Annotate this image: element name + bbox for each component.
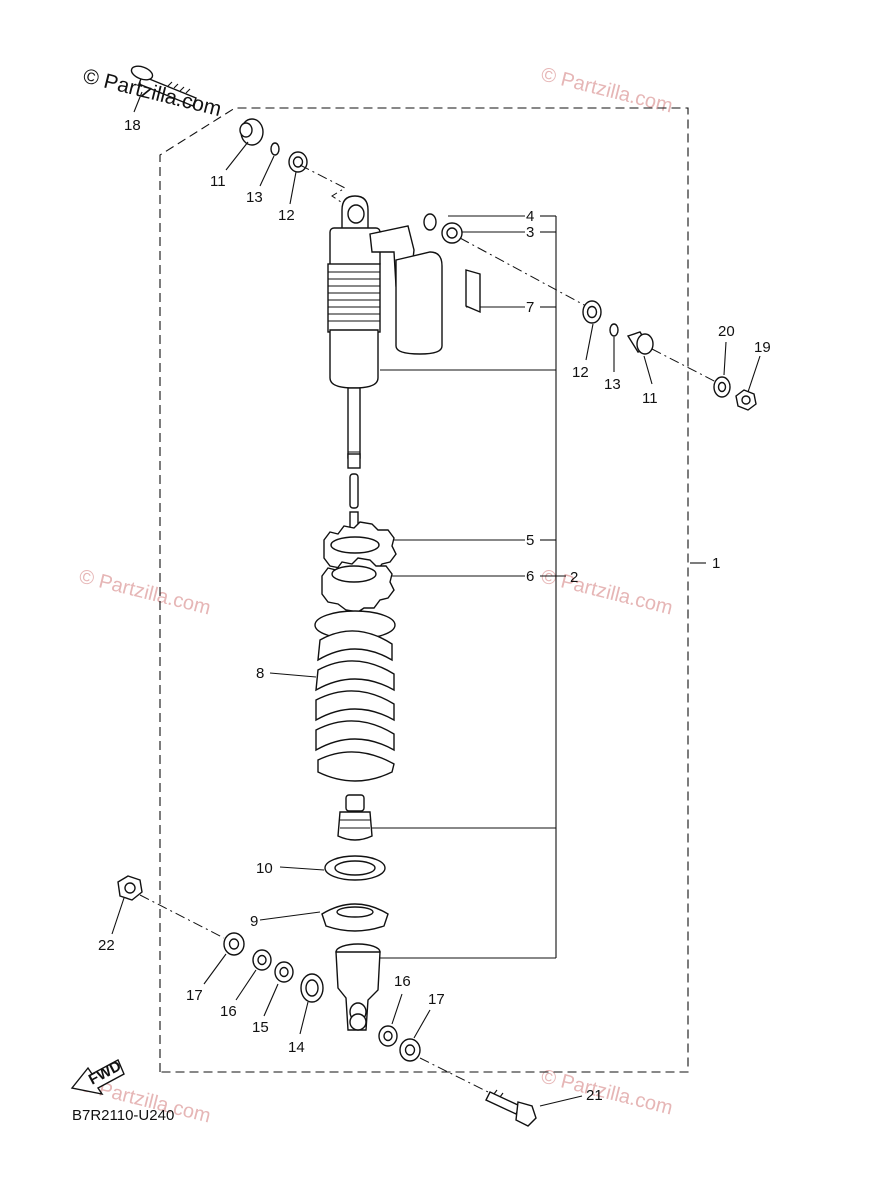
oring-13-top bbox=[270, 142, 280, 156]
nut-22 bbox=[117, 875, 143, 901]
callout-2: 2 bbox=[570, 569, 578, 586]
watermark: © Partzilla.com bbox=[77, 566, 213, 620]
spring-guide-10 bbox=[324, 855, 386, 881]
callout-9: 9 bbox=[250, 913, 258, 930]
collar-11-right bbox=[626, 331, 654, 355]
callout-5: 5 bbox=[526, 532, 534, 549]
bump-stop bbox=[337, 794, 373, 841]
axis-top bbox=[299, 164, 347, 205]
callout-13-top: 13 bbox=[246, 189, 263, 206]
callout-15: 15 bbox=[252, 1019, 269, 1036]
callout-1: 1 bbox=[712, 555, 720, 572]
spring-seat-9 bbox=[321, 903, 389, 932]
callout-22: 22 bbox=[98, 937, 115, 954]
washer-17-left bbox=[223, 932, 245, 956]
watermark: © Partzilla.com bbox=[539, 1066, 675, 1120]
callout-17-left: 17 bbox=[186, 987, 203, 1004]
callout-7: 7 bbox=[526, 299, 534, 316]
spring-8 bbox=[314, 610, 396, 782]
seal-12-top bbox=[288, 151, 308, 173]
callout-numbers: 1 2 3 4 5 6 7 8 9 10 11 11 12 12 13 13 1… bbox=[98, 117, 771, 1104]
callout-17-right: 17 bbox=[428, 991, 445, 1008]
lower-clevis bbox=[335, 943, 381, 1031]
leader-lines bbox=[111, 91, 761, 1107]
callout-6: 6 bbox=[526, 568, 534, 585]
locknut-6 bbox=[321, 557, 395, 613]
callout-12-right: 12 bbox=[572, 364, 589, 381]
callout-18: 18 bbox=[124, 117, 141, 134]
callout-13-right: 13 bbox=[604, 376, 621, 393]
axis-lower-left bbox=[139, 894, 225, 939]
callout-16-left: 16 bbox=[220, 1003, 237, 1020]
seal-16-right bbox=[378, 1025, 398, 1047]
diagram-code: B7R2110-U240 bbox=[72, 1107, 174, 1124]
callout-20: 20 bbox=[718, 323, 735, 340]
callout-3: 3 bbox=[526, 224, 534, 241]
axis-right bbox=[459, 237, 587, 307]
callout-11-top: 11 bbox=[210, 173, 226, 190]
axis-right-2 bbox=[651, 348, 723, 386]
washer-20 bbox=[713, 376, 731, 398]
callout-11-right: 11 bbox=[642, 390, 658, 407]
callout-14: 14 bbox=[288, 1039, 305, 1056]
callout-10: 10 bbox=[256, 860, 273, 877]
oring-4 bbox=[423, 213, 437, 231]
callout-4: 4 bbox=[526, 208, 534, 225]
callout-16-right: 16 bbox=[394, 973, 411, 990]
shock-body bbox=[327, 195, 443, 469]
assembly-outline bbox=[159, 107, 689, 1073]
bushing-15 bbox=[274, 961, 294, 983]
callout-21: 21 bbox=[586, 1087, 603, 1104]
callout-8: 8 bbox=[256, 665, 264, 682]
seal-12-right bbox=[582, 300, 602, 324]
nut-19 bbox=[735, 389, 757, 411]
bolt-18 bbox=[130, 65, 197, 107]
bracket-lines bbox=[372, 215, 706, 959]
watermark: © Partzilla.com bbox=[539, 566, 675, 620]
label-7 bbox=[465, 269, 481, 314]
collar-11-top bbox=[239, 118, 264, 146]
callout-19: 19 bbox=[754, 339, 771, 356]
rod-pin bbox=[349, 473, 359, 509]
bearing-14 bbox=[300, 973, 324, 1003]
bolt-21 bbox=[485, 1089, 537, 1127]
seal-16-left bbox=[252, 949, 272, 971]
bushing-3 bbox=[441, 222, 463, 244]
axis-lower-right bbox=[419, 1057, 497, 1097]
washer-17-right bbox=[399, 1038, 421, 1062]
callout-12-top: 12 bbox=[278, 207, 295, 224]
watermark: © Partzilla.com bbox=[539, 64, 675, 118]
oring-13-right bbox=[609, 323, 619, 337]
